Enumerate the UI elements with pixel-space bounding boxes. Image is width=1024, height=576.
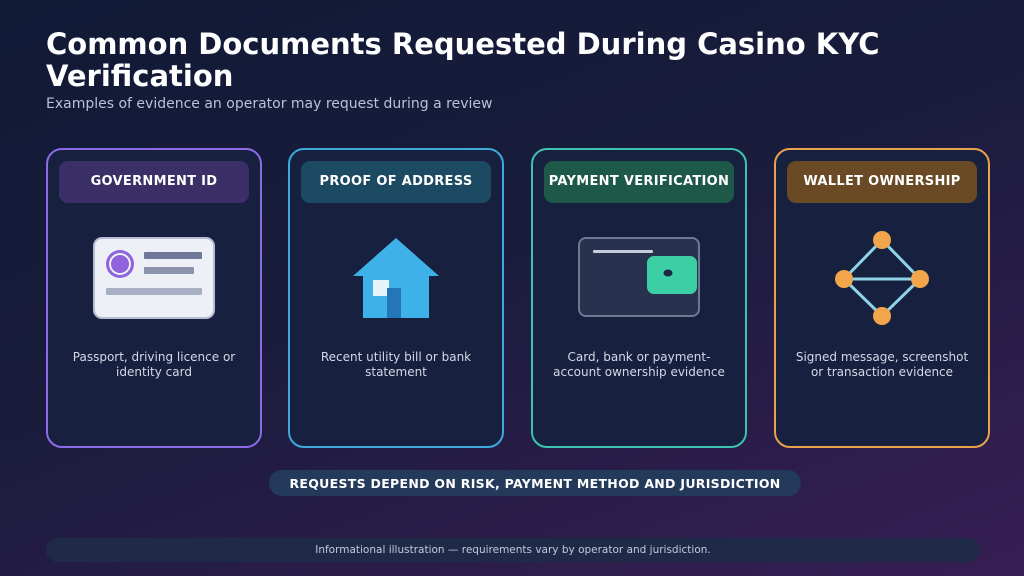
card-description: Passport, driving licence or identity ca… (72, 350, 236, 379)
card-payment-verification: PAYMENT VERIFICATION Card, bank or payme… (531, 148, 747, 448)
callout-badge: REQUESTS DEPEND ON RISK, PAYMENT METHOD … (269, 470, 801, 496)
page-title: Common Documents Requested During Casino… (46, 27, 880, 93)
card-label: WALLET OWNERSHIP (787, 161, 977, 203)
card-wallet-icon (578, 237, 700, 317)
card-description: Recent utility bill or bank statement (320, 350, 472, 379)
house-icon (353, 238, 439, 318)
card-label: GOVERNMENT ID (59, 161, 249, 203)
card-government-id: GOVERNMENT ID Passport, driving licence … (46, 148, 262, 448)
card-description: Card, bank or payment-account ownership … (553, 350, 725, 379)
card-description: Signed message, screenshot or transactio… (795, 350, 969, 379)
page-subtitle: Examples of evidence an operator may req… (46, 96, 493, 112)
id-card-icon (93, 237, 215, 319)
card-label: PROOF OF ADDRESS (301, 161, 491, 203)
network-nodes-icon (835, 231, 929, 325)
footer-note: Informational illustration — requirement… (46, 538, 980, 562)
card-wallet-ownership: WALLET OWNERSHIP Signed message, screens… (774, 148, 990, 448)
card-label: PAYMENT VERIFICATION (544, 161, 734, 203)
card-proof-of-address: PROOF OF ADDRESS Recent utility bill or … (288, 148, 504, 448)
